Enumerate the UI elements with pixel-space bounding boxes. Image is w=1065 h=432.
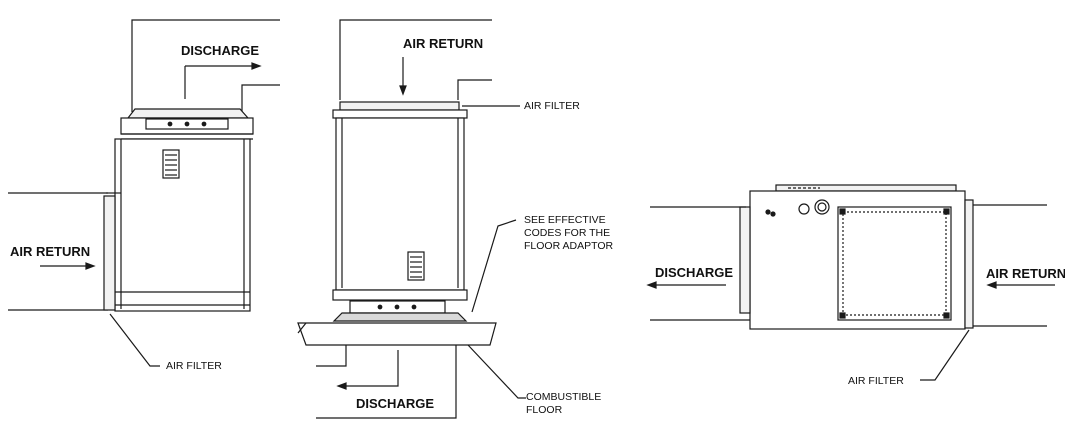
air-filter-rack xyxy=(103,195,116,311)
cabinet xyxy=(114,138,251,312)
mid-return-arrow-head xyxy=(399,85,407,96)
h-filter-leader xyxy=(920,329,970,381)
h-air-filter-rack xyxy=(964,199,974,329)
floor-line: FLOOR xyxy=(526,404,563,416)
return-arrow-head xyxy=(85,262,96,270)
h-discharge-arrow-head xyxy=(646,281,657,289)
floor-adaptor xyxy=(332,312,468,322)
pipe-opening-inner xyxy=(817,202,827,212)
discharge-duct-left-line xyxy=(131,19,280,112)
mid-cabinet xyxy=(335,117,465,291)
screw xyxy=(394,304,400,310)
panel-corner xyxy=(943,312,950,319)
return-duct-left-line xyxy=(339,19,492,100)
access-panel-gasket xyxy=(842,211,947,316)
discharge-arrow-head xyxy=(251,62,262,70)
screw xyxy=(765,209,771,215)
left-air-filter-label: AIR FILTER xyxy=(166,360,222,372)
upflow-unit xyxy=(8,19,280,367)
mid-discharge-duct-right xyxy=(316,345,457,419)
note-line: FLOOR ADAPTOR xyxy=(524,240,614,252)
pipe-opening xyxy=(798,203,810,215)
discharge-duct-right-line xyxy=(241,84,280,112)
vent-louver xyxy=(162,149,180,179)
note-line: CODES FOR THE xyxy=(524,227,611,239)
note-line: SEE EFFECTIVE xyxy=(524,214,606,226)
horizontal-cabinet xyxy=(749,190,966,330)
floor-break xyxy=(297,322,307,334)
combustible-floor-label: COMBUSTIBLE FLOOR xyxy=(526,391,626,417)
filter-leader xyxy=(109,313,160,367)
floor-adaptor-note: SEE EFFECTIVE CODES FOR THE FLOOR ADAPTO… xyxy=(524,214,644,253)
downflow-unit xyxy=(297,19,526,419)
panel-corner xyxy=(839,208,846,215)
top-flange xyxy=(126,108,250,119)
right-air-filter-label: AIR FILTER xyxy=(848,375,904,387)
mid-discharge-arrow xyxy=(346,350,399,387)
right-air-return-label: AIR RETURN xyxy=(986,266,1065,281)
bottom-rail xyxy=(332,289,468,301)
pipe-opening-large xyxy=(814,199,830,215)
combustible-floor xyxy=(297,322,497,346)
top-air-filter xyxy=(339,101,460,111)
top-rail xyxy=(332,109,468,119)
top-panel xyxy=(145,118,229,130)
access-panel xyxy=(837,206,952,321)
screw xyxy=(201,121,207,127)
mid-air-return-label: AIR RETURN xyxy=(403,36,484,51)
mid-air-filter-label: AIR FILTER xyxy=(524,100,580,112)
horizontal-unit xyxy=(646,184,1055,381)
floor-leader xyxy=(467,344,526,399)
mid-discharge-label: DISCHARGE xyxy=(356,396,435,411)
screw xyxy=(184,121,190,127)
mid-discharge-duct-left xyxy=(316,345,347,367)
discharge-flange xyxy=(739,206,751,314)
screw xyxy=(167,121,173,127)
adaptor-leader xyxy=(471,219,517,313)
left-air-return-label: AIR RETURN xyxy=(10,244,91,259)
panel-corner xyxy=(839,312,846,319)
h-return-arrow-head xyxy=(986,281,997,289)
return-duct-right-line xyxy=(457,79,492,100)
screw xyxy=(377,304,383,310)
screw xyxy=(411,304,417,310)
floor-line: COMBUSTIBLE xyxy=(526,391,602,403)
mid-vent-louver xyxy=(407,251,425,281)
left-discharge-label: DISCHARGE xyxy=(181,43,260,58)
screw xyxy=(770,211,776,217)
mid-discharge-arrow-head xyxy=(336,382,347,390)
right-discharge-label: DISCHARGE xyxy=(655,265,734,280)
panel-corner xyxy=(943,208,950,215)
